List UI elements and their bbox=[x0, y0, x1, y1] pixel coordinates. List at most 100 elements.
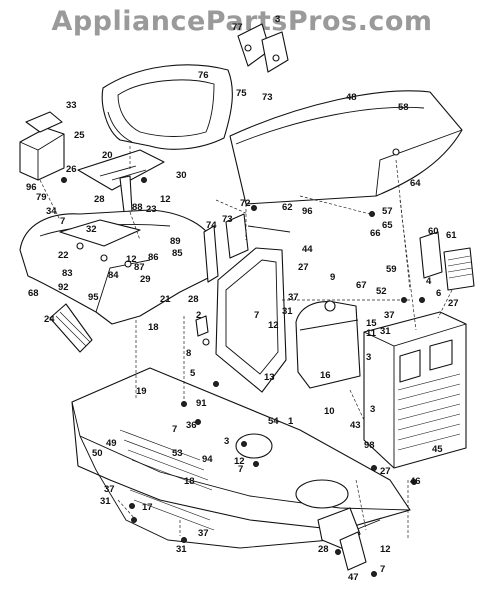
rear-fender bbox=[19, 209, 215, 325]
callout-31c: 31 bbox=[100, 496, 111, 507]
callout-37d: 37 bbox=[198, 528, 209, 539]
callout-76: 76 bbox=[198, 70, 209, 81]
callout-7a: 7 bbox=[60, 216, 65, 227]
callout-47: 47 bbox=[348, 572, 359, 583]
site-watermark: AppliancePartsPros.com bbox=[51, 6, 432, 37]
seat-bracket bbox=[237, 23, 289, 73]
axle-bracket bbox=[317, 507, 367, 571]
callout-12d: 12 bbox=[234, 456, 245, 467]
callout-34: 34 bbox=[46, 206, 57, 217]
callout-37c: 37 bbox=[104, 484, 115, 495]
callout-52: 52 bbox=[376, 286, 387, 297]
callout-65: 65 bbox=[382, 220, 393, 231]
callout-24: 24 bbox=[44, 314, 55, 325]
callout-74: 74 bbox=[206, 220, 217, 231]
callout-5: 5 bbox=[190, 368, 196, 379]
callout-15: 15 bbox=[366, 318, 377, 329]
callout-85: 85 bbox=[172, 248, 183, 259]
callout-18a: 18 bbox=[148, 322, 159, 333]
assembly-lines bbox=[39, 146, 453, 540]
callout-50: 50 bbox=[92, 448, 103, 459]
callout-13: 13 bbox=[264, 372, 275, 383]
callout-27b: 27 bbox=[448, 298, 459, 309]
callout-12b: 12 bbox=[126, 254, 137, 265]
callout-9: 9 bbox=[330, 272, 335, 283]
callout-75: 75 bbox=[236, 88, 247, 99]
callout-7d: 7 bbox=[238, 464, 243, 475]
callout-92: 92 bbox=[58, 282, 69, 293]
callout-25: 25 bbox=[74, 130, 85, 141]
callout-64: 64 bbox=[410, 178, 421, 189]
callout-53: 53 bbox=[172, 448, 183, 459]
fuel-tank bbox=[295, 300, 361, 389]
callout-3c: 3 bbox=[370, 404, 375, 415]
callout-27c: 27 bbox=[380, 466, 391, 477]
callout-59: 59 bbox=[386, 264, 397, 275]
callout-7b: 7 bbox=[254, 310, 259, 321]
callout-62: 62 bbox=[282, 202, 293, 213]
dash-bracket bbox=[203, 213, 291, 283]
callout-labels: 76 77 3 75 73 48 58 64 62 57 65 66 33 25… bbox=[26, 14, 459, 583]
callout-27a: 27 bbox=[298, 262, 309, 273]
callout-11: 11 bbox=[366, 328, 377, 339]
seat bbox=[101, 64, 233, 150]
seat-pan bbox=[77, 149, 165, 213]
callout-17: 17 bbox=[142, 502, 153, 513]
callout-18b: 18 bbox=[184, 476, 195, 487]
callout-73b: 73 bbox=[222, 214, 233, 225]
height-lever bbox=[49, 303, 93, 353]
callout-89: 89 bbox=[170, 236, 181, 247]
callout-31d: 31 bbox=[176, 544, 187, 555]
callout-77: 77 bbox=[232, 22, 243, 33]
callout-91: 91 bbox=[196, 398, 207, 409]
callout-46: 46 bbox=[410, 476, 421, 487]
callout-8: 8 bbox=[186, 348, 191, 359]
callout-86: 86 bbox=[148, 252, 159, 263]
callout-73: 73 bbox=[262, 92, 273, 103]
callout-44: 44 bbox=[302, 244, 313, 255]
callout-94: 94 bbox=[202, 454, 213, 465]
callout-7c: 7 bbox=[172, 424, 177, 435]
callout-48: 48 bbox=[346, 92, 357, 103]
callout-16: 16 bbox=[320, 370, 331, 381]
hardware bbox=[61, 177, 425, 577]
callout-84: 84 bbox=[108, 270, 119, 281]
callout-28: 28 bbox=[94, 194, 105, 205]
callout-30: 30 bbox=[176, 170, 187, 181]
callout-83: 83 bbox=[62, 268, 73, 279]
callout-60: 60 bbox=[428, 226, 439, 237]
callout-54: 54 bbox=[268, 416, 279, 427]
callout-12a: 12 bbox=[160, 194, 171, 205]
callout-57: 57 bbox=[382, 206, 393, 217]
callout-79: 79 bbox=[36, 192, 47, 203]
side-vent bbox=[419, 231, 475, 291]
callout-21: 21 bbox=[160, 294, 171, 305]
callout-32: 32 bbox=[86, 224, 97, 235]
callout-31a: 31 bbox=[282, 306, 293, 317]
callout-49: 49 bbox=[106, 438, 117, 449]
callout-3: 3 bbox=[275, 14, 280, 25]
callout-98: 98 bbox=[364, 440, 375, 451]
callout-61: 61 bbox=[446, 230, 457, 241]
front-grille bbox=[363, 311, 467, 469]
callout-72: 72 bbox=[240, 198, 251, 209]
callout-45: 45 bbox=[432, 444, 443, 455]
callout-20: 20 bbox=[102, 150, 113, 161]
callout-95: 95 bbox=[88, 292, 99, 303]
callout-12e: 12 bbox=[380, 544, 391, 555]
callout-58: 58 bbox=[398, 102, 409, 113]
callout-3d: 3 bbox=[224, 436, 229, 447]
callout-26: 26 bbox=[66, 164, 77, 175]
callout-1: 1 bbox=[288, 416, 294, 427]
callout-36: 36 bbox=[186, 420, 197, 431]
callout-12c: 12 bbox=[268, 320, 279, 331]
callout-7e: 7 bbox=[380, 564, 385, 575]
callout-87: 87 bbox=[134, 262, 145, 273]
callout-37b: 37 bbox=[384, 310, 395, 321]
callout-22: 22 bbox=[58, 250, 69, 261]
callout-6: 6 bbox=[436, 288, 441, 299]
callout-31b: 31 bbox=[380, 326, 391, 337]
callout-19: 19 bbox=[136, 386, 147, 397]
callout-68: 68 bbox=[28, 288, 39, 299]
callout-96: 96 bbox=[302, 206, 313, 217]
